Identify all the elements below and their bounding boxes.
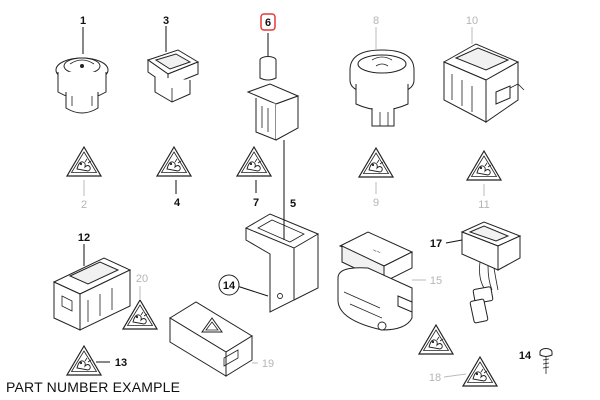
part-14-screw	[539, 348, 553, 374]
callout-13: 13	[115, 357, 127, 369]
part-15-button-switch: ~~	[337, 231, 414, 331]
callout-19: 19	[262, 358, 274, 370]
warning-triangle	[66, 345, 102, 376]
part-6-plunger-switch	[246, 56, 300, 141]
callout-1: 1	[80, 15, 86, 27]
callout-3: 3	[163, 15, 169, 27]
callout-4: 4	[174, 197, 181, 209]
part-8-round-knob-switch	[349, 49, 415, 127]
part-3-rocker-switch	[146, 49, 200, 103]
callout-10: 10	[466, 15, 478, 27]
callout-8: 8	[373, 15, 379, 27]
part-1-round-switch	[55, 57, 109, 114]
warning-triangle	[466, 150, 502, 181]
svg-text:~~: ~~	[371, 247, 381, 256]
callout-6: 6	[265, 17, 271, 29]
part-10-switch-block	[442, 43, 525, 123]
callout-5: 5	[290, 198, 296, 210]
warning-triangle	[66, 146, 102, 177]
callout-2: 2	[81, 199, 87, 211]
callout-14-circle	[218, 274, 240, 296]
callout-17: 17	[430, 238, 442, 250]
callout-14-screw: 14	[519, 350, 532, 362]
callout-12: 12	[78, 232, 90, 244]
callout-15: 15	[430, 275, 442, 287]
callout-9: 9	[373, 197, 379, 209]
callout-20: 20	[136, 273, 148, 285]
warning-triangle	[156, 146, 192, 177]
callout-14: 14	[223, 280, 236, 292]
part-12-switch-block	[52, 257, 132, 331]
callout-6-highlight	[260, 13, 276, 31]
warning-triangle	[236, 146, 272, 177]
callout-11: 11	[478, 199, 489, 211]
warning-triangle	[418, 324, 454, 355]
warning-triangle	[358, 147, 394, 178]
part-19-hazard-switch	[169, 301, 253, 377]
part-17-harness-switch	[460, 221, 522, 324]
callout-18: 18	[429, 372, 441, 384]
part-5-bracket	[244, 213, 320, 313]
warning-triangle	[462, 356, 498, 387]
callout-7: 7	[253, 197, 259, 209]
part-number-example-caption: PART NUMBER EXAMPLE	[6, 379, 181, 395]
